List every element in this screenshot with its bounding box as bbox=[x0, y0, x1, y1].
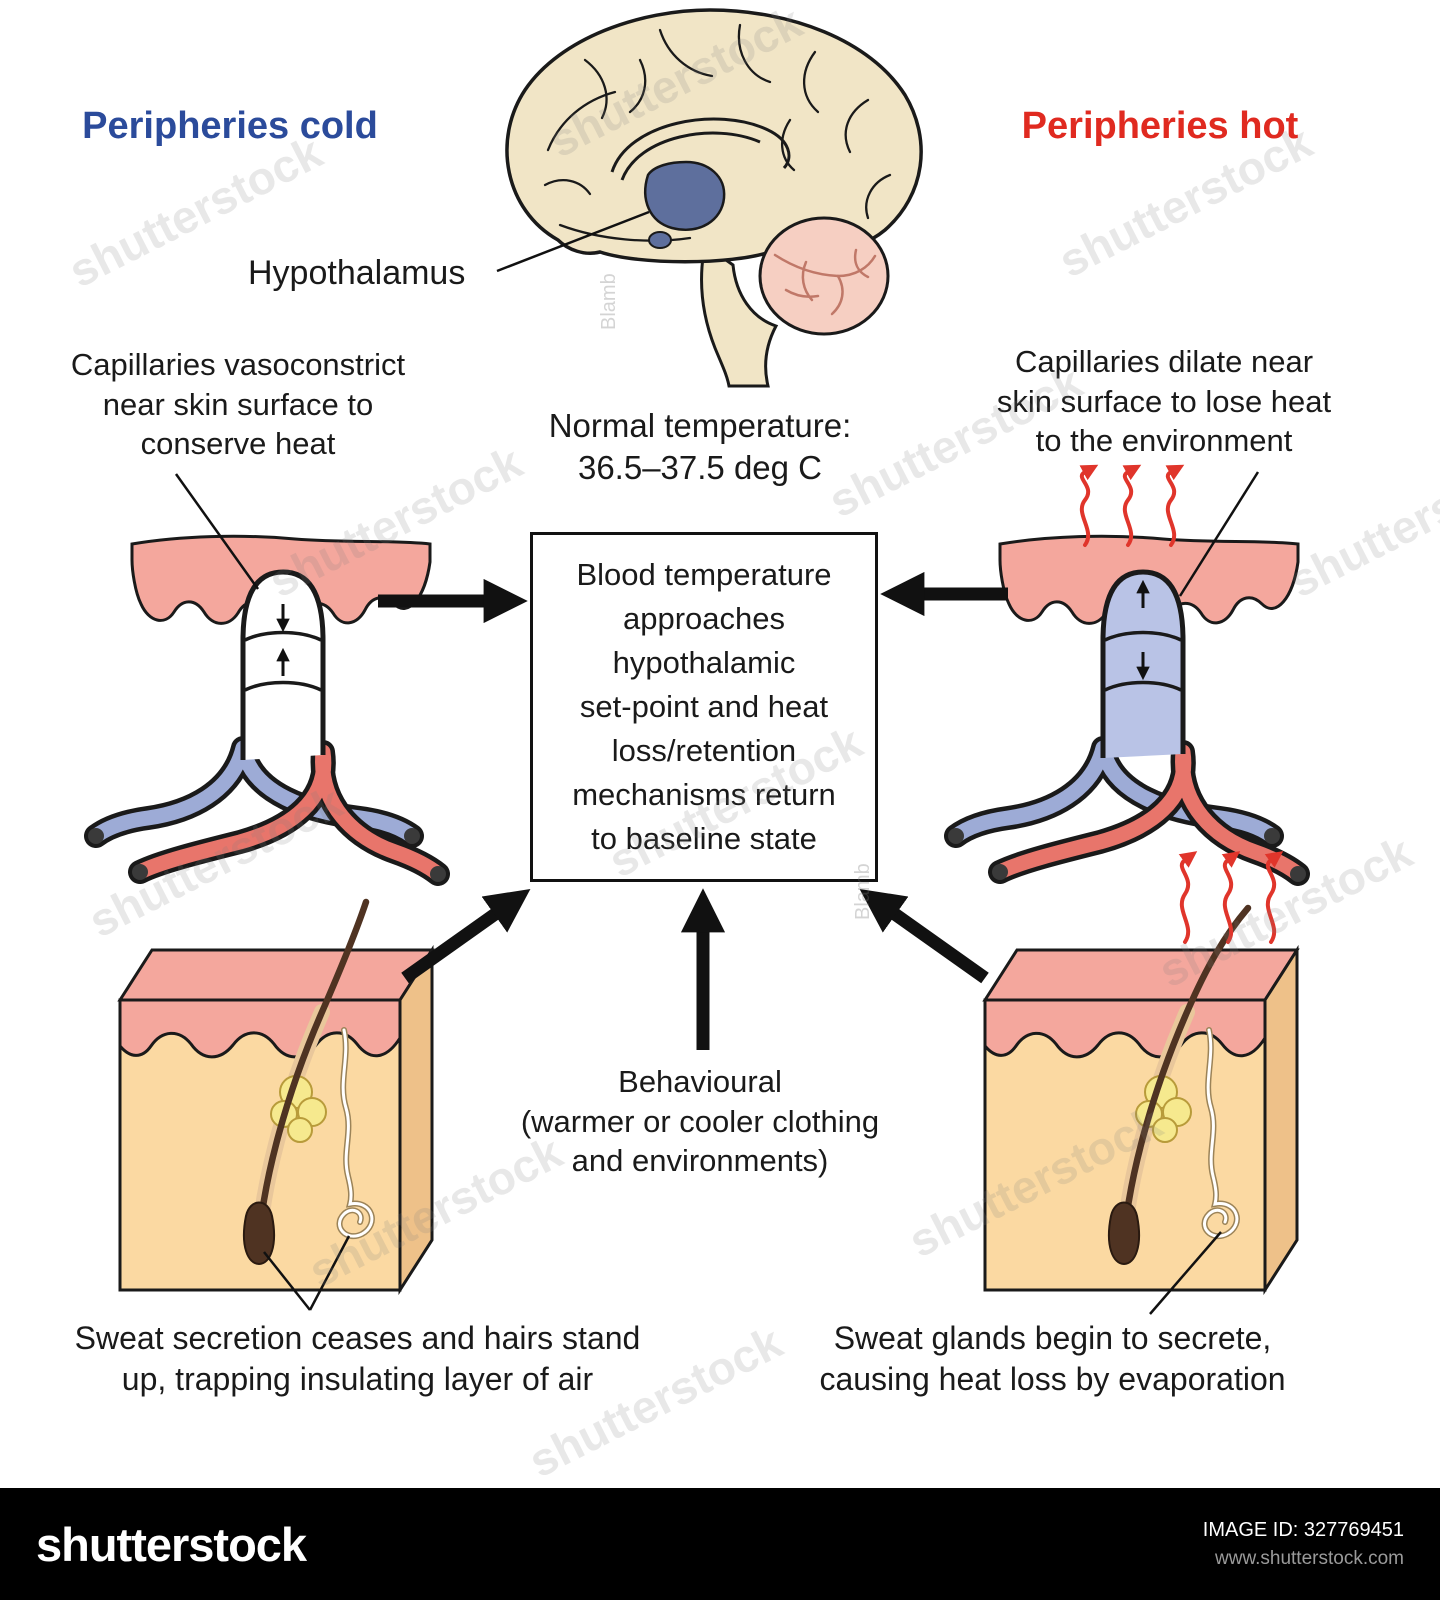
hot-sweat-leader-line bbox=[1149, 1231, 1222, 1315]
hair-shaft bbox=[1119, 904, 1252, 1256]
hypothalamus-leader-line bbox=[496, 210, 650, 273]
pituitary bbox=[648, 231, 672, 249]
shutterstock-logo: shutterstock bbox=[36, 1517, 307, 1571]
hot-sweat-caption: Sweat glands begin to secrete, causing h… bbox=[819, 1320, 1286, 1397]
cold-skin-block-illustration bbox=[117, 898, 435, 1296]
arteriole bbox=[128, 740, 450, 886]
arrow-cold-skin-to-box bbox=[401, 888, 531, 984]
cold-capillary-illustration bbox=[84, 534, 450, 886]
arteriole bbox=[988, 740, 1310, 886]
image-id: IMAGE ID: 327769451 bbox=[1202, 1518, 1404, 1541]
loop-pinch-lines bbox=[1104, 630, 1182, 692]
cold-capillary-leader-line bbox=[174, 473, 260, 590]
loop-pinch-lines bbox=[244, 630, 322, 692]
skin-top-face bbox=[982, 948, 1300, 1002]
cold-sweat-caption: Sweat secretion ceases and hairs stand u… bbox=[74, 1320, 641, 1397]
label-peripheries-cold: Peripheries cold bbox=[82, 105, 378, 147]
heat-loss-arrows bbox=[1079, 464, 1185, 547]
corpus-callosum bbox=[610, 117, 791, 181]
label-hypothalamus: Hypothalamus bbox=[248, 254, 466, 292]
brainstem bbox=[700, 242, 779, 388]
sweat-gland bbox=[336, 1027, 375, 1239]
footer-bar: shutterstock IMAGE ID: 327769451 www.shu… bbox=[0, 1488, 1440, 1600]
sweat-gland bbox=[1201, 1027, 1240, 1239]
epidermis-band bbox=[118, 998, 402, 1059]
cerebellum bbox=[758, 216, 890, 336]
skin-top-face bbox=[117, 948, 435, 1002]
cold-sweat-leader-line-1 bbox=[263, 1251, 311, 1311]
skin-side-face bbox=[1263, 944, 1299, 1296]
behavioural-caption: Behavioural (warmer or cooler clothing a… bbox=[520, 1064, 880, 1179]
hair-bulb bbox=[242, 1201, 276, 1266]
leader-lines bbox=[174, 210, 1260, 1315]
heat-loss-arrows bbox=[1178, 851, 1284, 944]
brain-illustration bbox=[505, 8, 923, 388]
skin-side-face bbox=[398, 944, 434, 1296]
normal-temperature-caption: Normal temperature: 36.5–37.5 deg C bbox=[548, 407, 852, 487]
hot-capillary-leader-line bbox=[1178, 471, 1260, 597]
gyri-lines bbox=[543, 23, 892, 242]
hot-skin-block-illustration bbox=[982, 851, 1300, 1296]
blood-temperature-box: Blood temperature approaches hypothalami… bbox=[530, 532, 878, 882]
hypothalamus-region bbox=[644, 160, 726, 231]
epidermis-band bbox=[983, 998, 1267, 1059]
cold-sweat-leader-line-2 bbox=[308, 1235, 351, 1311]
cold-capillary-caption: Capillaries vasoconstrict near skin surf… bbox=[70, 347, 406, 462]
arbor-vitae-lines bbox=[773, 248, 877, 316]
hair-shaft bbox=[254, 898, 370, 1256]
footer-meta: IMAGE ID: 327769451 www.shutterstock.com bbox=[1203, 1516, 1404, 1573]
hot-capillary-caption: Capillaries dilate near skin surface to … bbox=[996, 344, 1332, 459]
cerebrum bbox=[505, 8, 923, 264]
website-url: www.shutterstock.com bbox=[1215, 1547, 1404, 1569]
arrow-hot-skin-to-box bbox=[859, 888, 989, 984]
hair-bulb bbox=[1107, 1201, 1141, 1266]
hot-capillary-illustration bbox=[944, 464, 1310, 886]
label-peripheries-hot: Peripheries hot bbox=[1021, 105, 1299, 147]
flow-arrows bbox=[378, 571, 1008, 1050]
